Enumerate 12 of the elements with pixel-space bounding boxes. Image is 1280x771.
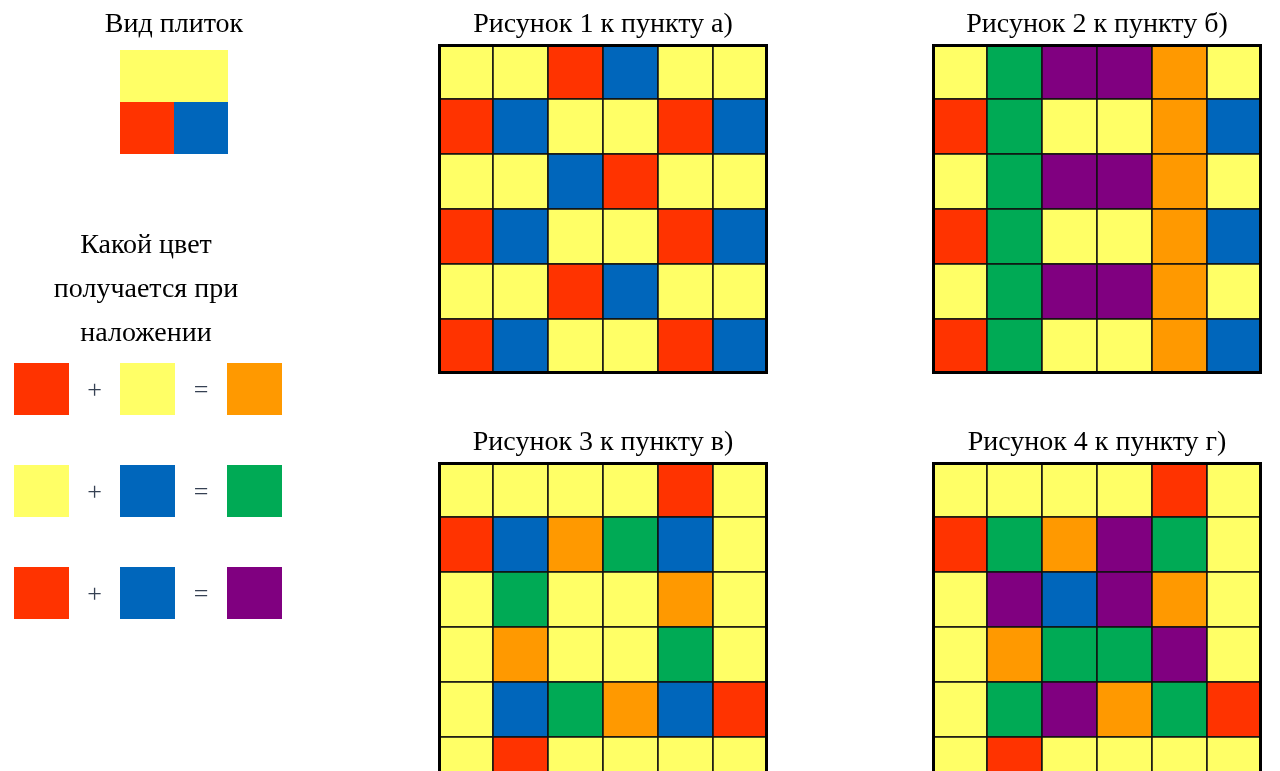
question-text: Какой цвет получается при наложении xyxy=(52,227,240,349)
equals-sign: = xyxy=(192,577,210,610)
plus-sign: + xyxy=(86,475,103,508)
figure-heading: Рисунок 1 к пункту а) xyxy=(473,6,733,40)
plus-sign: + xyxy=(86,577,103,610)
equals-sign: = xyxy=(192,373,210,406)
figure-heading: Рисунок 4 к пункту г) xyxy=(967,424,1227,458)
tile-heading: Вид плиток xyxy=(104,6,244,40)
equals-sign: = xyxy=(192,475,210,508)
figure-heading: Рисунок 2 к пункту б) xyxy=(966,6,1228,40)
plus-sign: + xyxy=(86,373,103,406)
figure-heading: Рисунок 3 к пункту в) xyxy=(472,424,734,458)
